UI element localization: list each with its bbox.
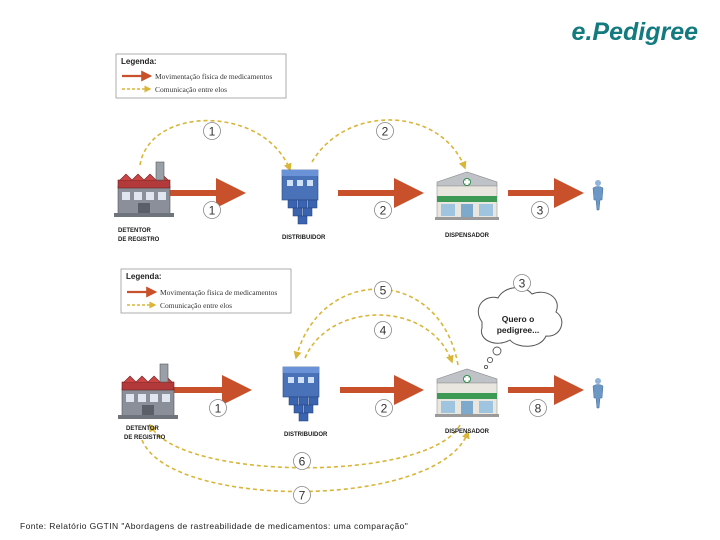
dispenser-label-1: DISPENSADOR <box>445 233 490 239</box>
source-citation: Fonte: Relatório GGTIN "Abordagens de ra… <box>20 521 409 531</box>
d2-step-6: 6 <box>293 452 311 470</box>
legend-2-title: Legenda: <box>126 272 162 281</box>
d2-phys-step-1: 1 <box>209 399 227 417</box>
warehouse-icon-2 <box>282 366 320 422</box>
svg-text:3: 3 <box>537 204 544 218</box>
d2-step-7: 7 <box>293 486 311 504</box>
svg-text:1: 1 <box>209 204 216 218</box>
d1-phys-step-3: 3 <box>531 201 549 219</box>
holder-label-2a: DETENTOR <box>126 426 160 432</box>
d1-phys-step-2: 2 <box>374 201 392 219</box>
legend-1-physical: Movimentação física de medicamentos <box>155 72 272 81</box>
factory-icon <box>113 161 175 218</box>
bubble-line-1: Quero o <box>502 314 535 324</box>
page-title: e.Pedigree <box>571 18 698 46</box>
holder-label-1a: DETENTOR <box>118 228 152 234</box>
pharmacy-icon <box>434 171 500 221</box>
d1-comm-step-2: 2 <box>376 122 394 140</box>
d2-phys-step-2: 2 <box>375 399 393 417</box>
bubble-line-2: pedigree... <box>497 325 540 335</box>
factory-icon-2 <box>117 363 179 420</box>
person-icon-2 <box>592 377 604 409</box>
svg-text:2: 2 <box>381 402 388 416</box>
legend-1: Legenda: Movimentação física de medicame… <box>115 53 287 99</box>
person-icon <box>592 179 604 211</box>
svg-text:7: 7 <box>299 489 306 503</box>
svg-text:2: 2 <box>382 125 389 139</box>
d2-step-4: 4 <box>374 321 392 339</box>
svg-text:1: 1 <box>209 125 216 139</box>
svg-text:4: 4 <box>380 324 387 338</box>
legend-2: Legenda: Movimentação física de medicame… <box>120 268 292 314</box>
svg-text:3: 3 <box>519 277 526 291</box>
warehouse-icon <box>281 169 319 225</box>
legend-2-communication: Comunicação entre elos <box>160 301 232 310</box>
thought-bubble-icon: Quero o pedigree... <box>477 287 563 370</box>
dispenser-label-2: DISPENSADOR <box>445 429 490 435</box>
d1-comm-step-1: 1 <box>203 122 221 140</box>
svg-text:1: 1 <box>215 402 222 416</box>
pharmacy-icon-2 <box>434 368 500 418</box>
legend-2-physical: Movimentação física de medicamentos <box>160 288 277 297</box>
distributor-label-2: DISTRIBUIDOR <box>284 432 328 438</box>
legend-1-communication: Comunicação entre elos <box>155 85 227 94</box>
d2-step-3: 3 <box>513 274 531 292</box>
d2-step-5: 5 <box>374 281 392 299</box>
holder-label-2b: DE REGISTRO <box>124 435 166 441</box>
distributor-label-1: DISTRIBUIDOR <box>282 235 326 241</box>
d2-phys-step-8: 8 <box>529 399 547 417</box>
d1-phys-step-1: 1 <box>203 201 221 219</box>
legend-1-title: Legenda: <box>121 57 157 66</box>
svg-text:8: 8 <box>535 402 542 416</box>
svg-text:5: 5 <box>380 284 387 298</box>
svg-text:6: 6 <box>299 455 306 469</box>
svg-text:2: 2 <box>380 204 387 218</box>
holder-label-1b: DE REGISTRO <box>118 237 160 243</box>
